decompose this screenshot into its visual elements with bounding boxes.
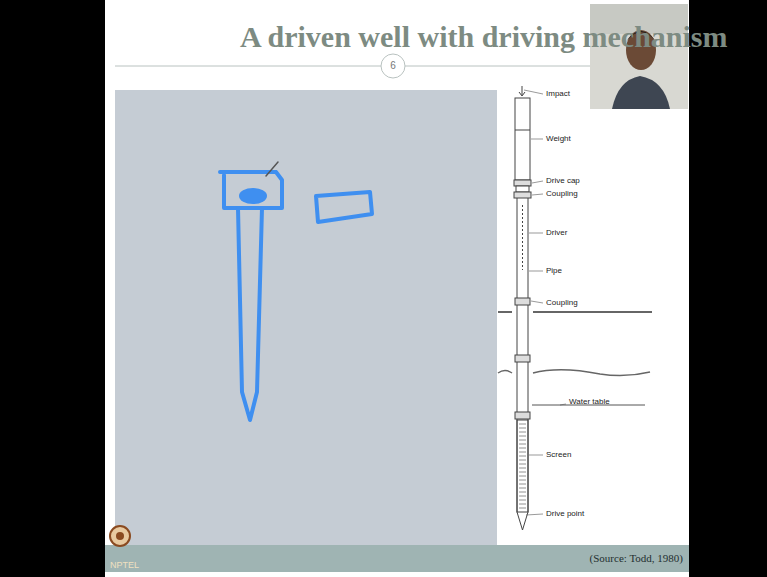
screen-slot xyxy=(519,468,526,469)
logo-text: NPTEL xyxy=(110,561,139,570)
webcam-frame xyxy=(590,4,688,109)
ground-lines xyxy=(498,312,652,376)
page-circle xyxy=(381,54,405,78)
part-label: Drive point xyxy=(546,510,584,518)
source-note: (Source: Todd, 1980) xyxy=(590,553,683,564)
screen-slot xyxy=(519,444,526,445)
page-number: 6 xyxy=(390,61,396,71)
screen-slot xyxy=(519,460,526,461)
part-label: Water table xyxy=(569,398,610,406)
sketch-fill xyxy=(239,188,267,204)
screen-slot xyxy=(519,456,526,457)
screen-slot xyxy=(519,452,526,453)
screen-slot xyxy=(519,508,526,509)
part-label: Coupling xyxy=(546,299,578,307)
part-label: Impact xyxy=(546,90,570,98)
screen-slot xyxy=(519,484,526,485)
screen-slots xyxy=(519,424,526,508)
screen-slot xyxy=(519,504,526,505)
screen-slot xyxy=(519,464,526,465)
screen-slot xyxy=(519,448,526,449)
part-label: Weight xyxy=(546,135,571,143)
screen-slot xyxy=(519,476,526,477)
screen-slot xyxy=(519,440,526,441)
footer-bar xyxy=(105,545,689,572)
part-label: Driver xyxy=(546,229,567,237)
screen-slot xyxy=(519,472,526,473)
nptel-logo xyxy=(116,532,124,540)
screen-slot xyxy=(519,488,526,489)
screen-slot xyxy=(519,492,526,493)
part-label: Drive cap xyxy=(546,177,580,185)
sketch-panel xyxy=(115,90,497,545)
screen-slot xyxy=(519,480,526,481)
screen-slot xyxy=(519,424,526,425)
well-figure xyxy=(514,86,531,530)
part-label: Pipe xyxy=(546,267,562,275)
hand-sketch xyxy=(220,162,372,420)
part-label: Coupling xyxy=(546,190,578,198)
screen-slot xyxy=(519,500,526,501)
screen-slot xyxy=(519,432,526,433)
screen-slot xyxy=(519,496,526,497)
webcam-person xyxy=(612,76,670,109)
part-label: Screen xyxy=(546,451,571,459)
screen-slot xyxy=(519,436,526,437)
slide-ground xyxy=(105,0,689,577)
slide-title: A driven well with driving mechanism xyxy=(240,22,728,52)
screen-slot xyxy=(519,428,526,429)
nptel-logo xyxy=(110,526,130,546)
